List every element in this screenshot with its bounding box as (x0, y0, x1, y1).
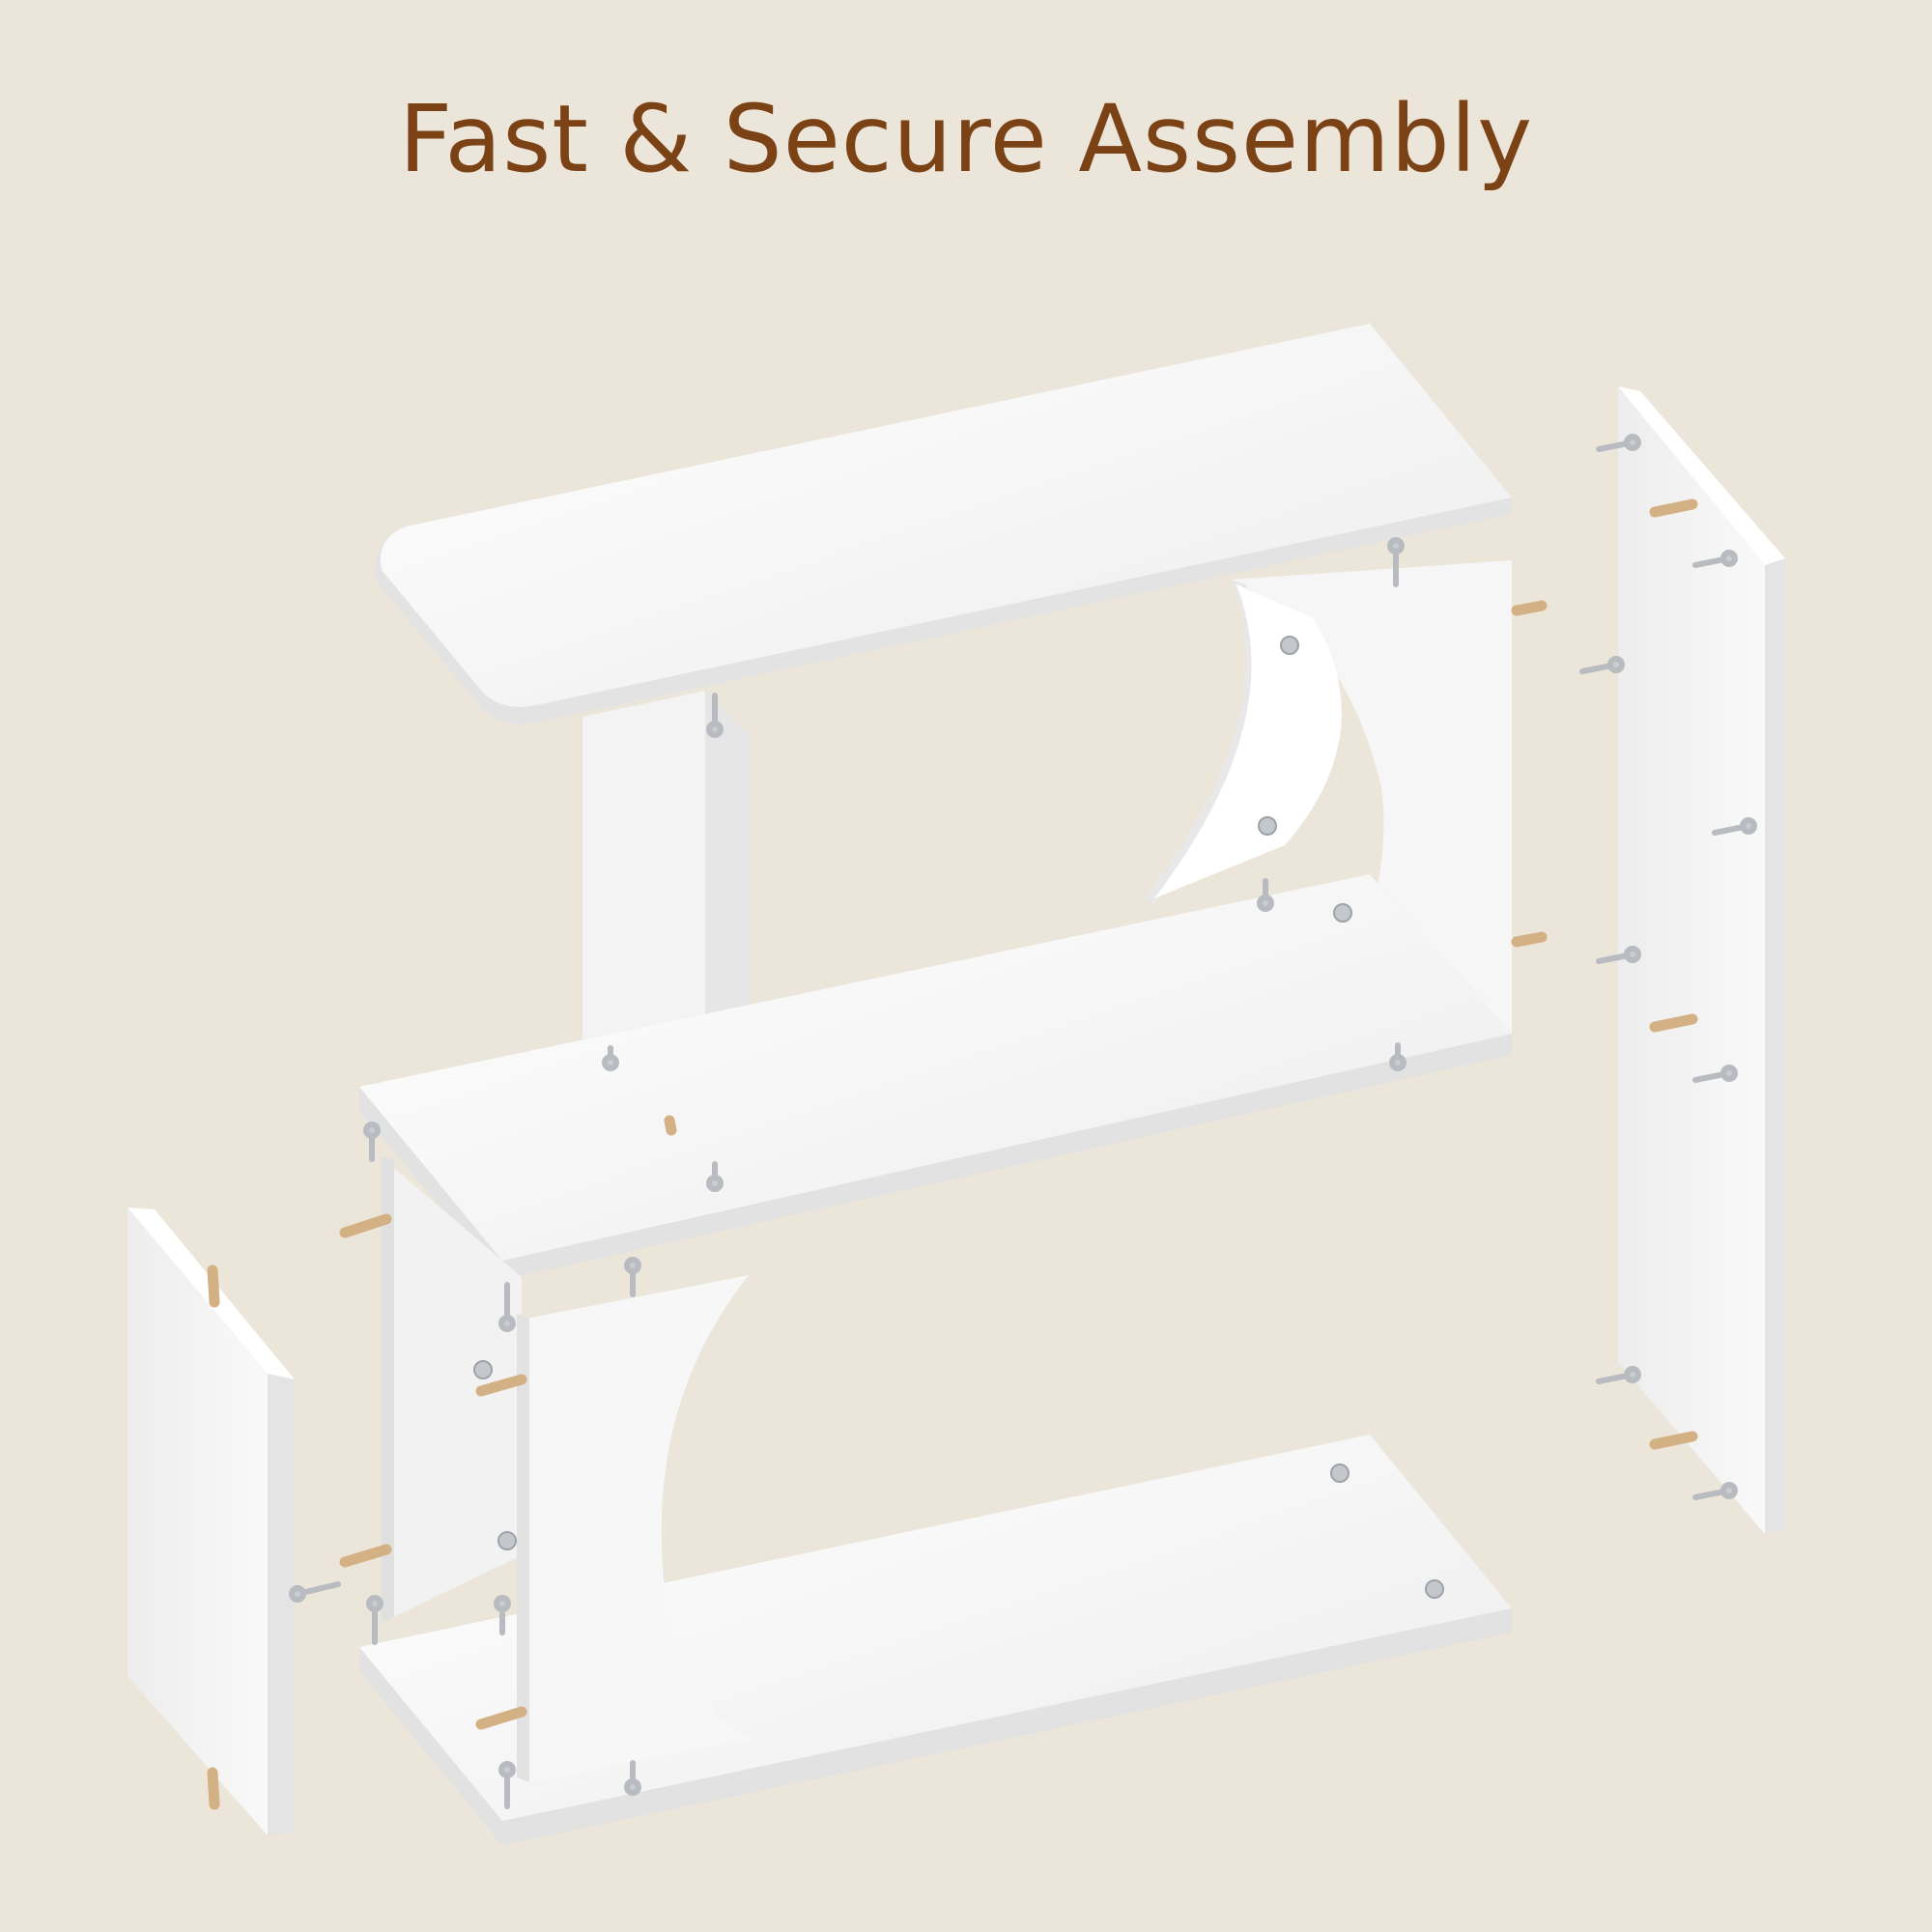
lower-curved-divider-icon (517, 1275, 752, 1782)
upper-curved-divider-icon (1145, 560, 1512, 1067)
cam-lock-bolt-icon (289, 434, 1757, 1809)
top-board-icon (374, 324, 1512, 724)
lower-small-divider-icon (382, 1157, 522, 1623)
middle-shelf-icon (359, 874, 1512, 1280)
cam-lock-nut-icon (473, 636, 1444, 1599)
wood-dowel-icon (207, 498, 1698, 1810)
right-side-panel-icon (1618, 386, 1785, 1534)
left-side-panel-icon (128, 1208, 295, 1835)
page-title: Fast & Secure Assembly (398, 85, 1534, 193)
